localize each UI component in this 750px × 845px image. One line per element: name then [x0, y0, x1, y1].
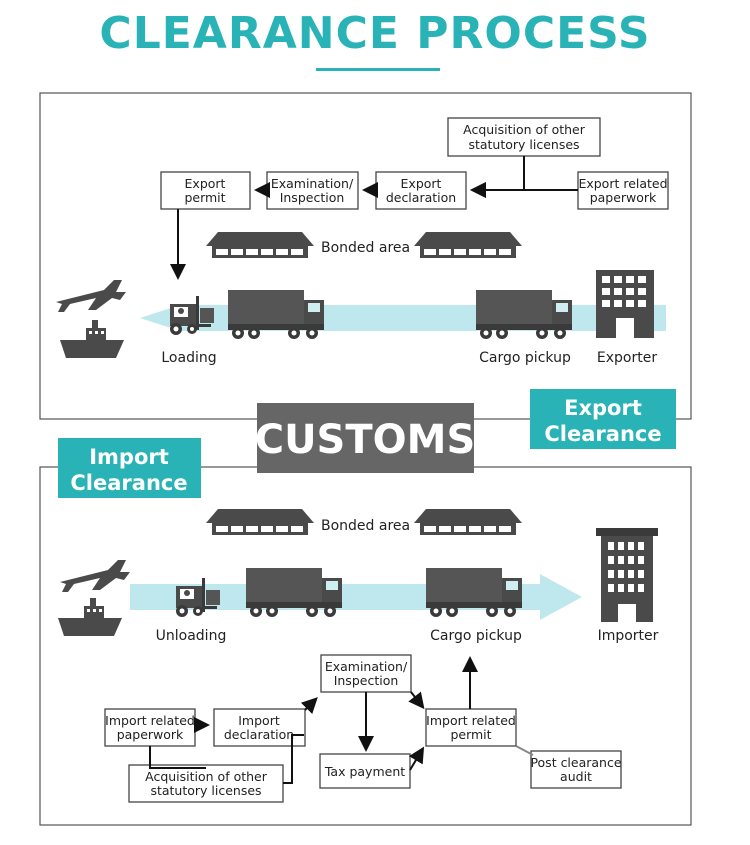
export-clearance-tag: Export Clearance: [530, 389, 676, 449]
import-audit-box: Post clearance audit: [530, 750, 622, 789]
export-paperwork-box: Export related paperwork: [577, 171, 669, 210]
customs-label: CUSTOMS: [255, 417, 476, 463]
export-tag-line1: Export: [564, 396, 642, 420]
import-cargo-pickup-label: Cargo pickup: [430, 628, 522, 644]
import-acquisition-line1: Acquisition of other: [145, 769, 268, 784]
unloading-label: Unloading: [156, 628, 227, 644]
export-declaration-line2: declaration: [386, 190, 456, 205]
loading-label: Loading: [161, 350, 216, 366]
import-inspection-box: Examination/ Inspection: [320, 654, 412, 693]
export-inspection-line2: Inspection: [280, 190, 345, 205]
import-clearance-tag: Import Clearance: [58, 438, 201, 498]
importer-label: Importer: [598, 628, 659, 644]
import-inspection-line1: Examination/: [325, 659, 408, 674]
export-warehouse-right-icon: [414, 232, 522, 258]
import-tag-line1: Import: [89, 445, 169, 469]
import-permit-line1: Import related: [426, 713, 516, 728]
import-declaration-line1: Import: [238, 713, 280, 728]
export-declaration-line1: Export: [401, 176, 442, 191]
export-declaration-box: Export declaration: [375, 171, 467, 210]
import-declaration-box: Import declaration: [213, 708, 306, 747]
export-acquisition-line1: Acquisition of other: [463, 122, 586, 137]
export-acquisition-line2: statutory licenses: [468, 137, 579, 152]
import-paperwork-line2: paperwork: [117, 727, 184, 742]
importer-building-icon: [596, 528, 658, 622]
export-paperwork-line1: Export related: [578, 176, 667, 191]
import-acquisition-line2: statutory licenses: [150, 783, 261, 798]
import-bonded-area-label: Bonded area: [321, 518, 410, 534]
export-permit-box: Export permit: [160, 171, 251, 210]
export-inspection-line1: Examination/: [271, 176, 354, 191]
arrow-imp-decl-to-insp: [300, 697, 318, 715]
export-inspection-box: Examination/ Inspection: [266, 171, 359, 210]
import-audit-line2: audit: [560, 769, 592, 784]
export-cargo-pickup-label: Cargo pickup: [479, 350, 571, 366]
import-paperwork-line1: Import related: [105, 713, 195, 728]
export-flow-band: [140, 305, 666, 331]
import-tax-label: Tax payment: [324, 764, 405, 779]
exporter-building-icon: [596, 270, 654, 338]
exporter-label: Exporter: [597, 350, 657, 366]
title-underline: [316, 68, 440, 71]
import-permit-box: Import related permit: [425, 708, 517, 747]
arrow-imp-acq-to-decl: [283, 734, 304, 784]
export-permit-line2: permit: [184, 190, 225, 205]
import-tax-box: Tax payment: [319, 753, 411, 789]
line-permit-to-audit: [515, 745, 534, 756]
import-warehouse-right-icon: [414, 509, 522, 535]
page-title: CLEARANCE PROCESS: [99, 8, 651, 59]
export-paperwork-line2: paperwork: [590, 190, 657, 205]
arrow-imp-insp-to-permit: [408, 691, 425, 710]
import-tag-line2: Clearance: [70, 471, 187, 495]
export-warehouse-left-icon: [206, 232, 314, 258]
import-declaration-line2: declaration: [224, 727, 294, 742]
customs-banner: [257, 403, 474, 473]
arrow-imp-paper-to-acq: [149, 746, 206, 769]
export-acquisition-box: Acquisition of other statutory licenses: [447, 117, 601, 157]
import-warehouse-left-icon: [206, 509, 314, 535]
export-bonded-area-label: Bonded area: [321, 240, 410, 256]
import-inspection-line2: Inspection: [334, 673, 399, 688]
import-audit-line1: Post clearance: [530, 755, 621, 770]
import-paperwork-box: Import related paperwork: [104, 708, 196, 747]
import-permit-line2: permit: [450, 727, 491, 742]
arrow-imp-tax-to-permit: [408, 746, 425, 771]
import-acquisition-box: Acquisition of other statutory licenses: [128, 764, 284, 803]
export-permit-line1: Export: [185, 176, 226, 191]
export-tag-line2: Clearance: [544, 422, 661, 446]
